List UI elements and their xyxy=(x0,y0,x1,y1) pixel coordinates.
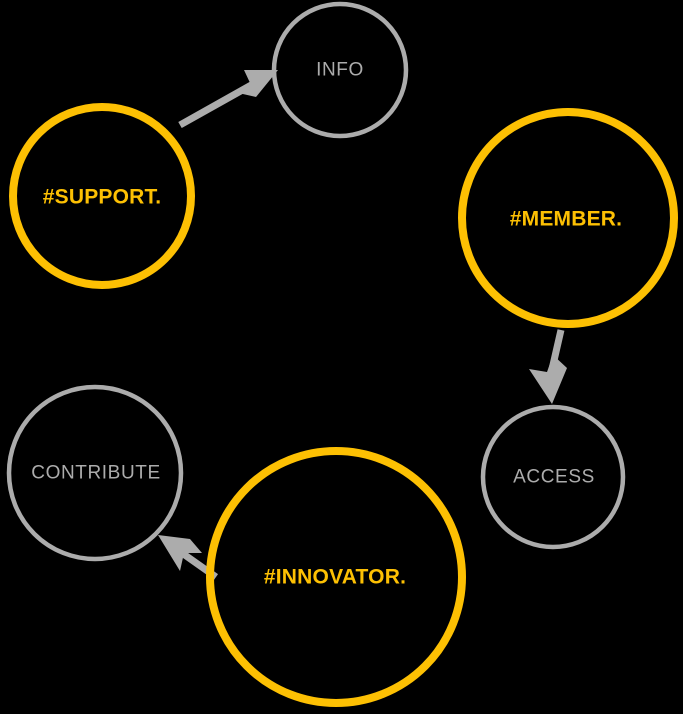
edge-innovator-to-contribute-arrowhead xyxy=(158,535,202,571)
node-innovator-label: #INNOVATOR. xyxy=(264,566,406,589)
node-member-label: #MEMBER. xyxy=(510,208,622,231)
edge-member-to-access-arrowhead xyxy=(529,355,567,404)
edge-support-to-info xyxy=(178,70,278,129)
node-support-label: #SUPPORT. xyxy=(43,186,162,209)
edge-member-to-access xyxy=(529,329,567,404)
node-info-label: INFO xyxy=(316,60,364,81)
node-info[interactable]: INFO xyxy=(271,1,409,139)
node-member[interactable]: #MEMBER. xyxy=(458,108,678,328)
edge-support-to-info-arrowhead xyxy=(234,70,278,97)
node-contribute-circle[interactable] xyxy=(6,384,184,562)
node-contribute-label: CONTRIBUTE xyxy=(31,463,161,484)
node-access-circle[interactable] xyxy=(480,404,626,550)
node-support[interactable]: #SUPPORT. xyxy=(9,103,195,289)
node-innovator[interactable]: #INNOVATOR. xyxy=(206,447,466,707)
node-member-circle[interactable] xyxy=(458,108,678,328)
node-support-circle[interactable] xyxy=(9,103,195,289)
node-info-circle[interactable] xyxy=(271,1,409,139)
node-access[interactable]: ACCESS xyxy=(480,404,626,550)
node-innovator-circle[interactable] xyxy=(206,447,466,707)
node-contribute[interactable]: CONTRIBUTE xyxy=(6,384,184,562)
node-access-label: ACCESS xyxy=(513,467,595,488)
